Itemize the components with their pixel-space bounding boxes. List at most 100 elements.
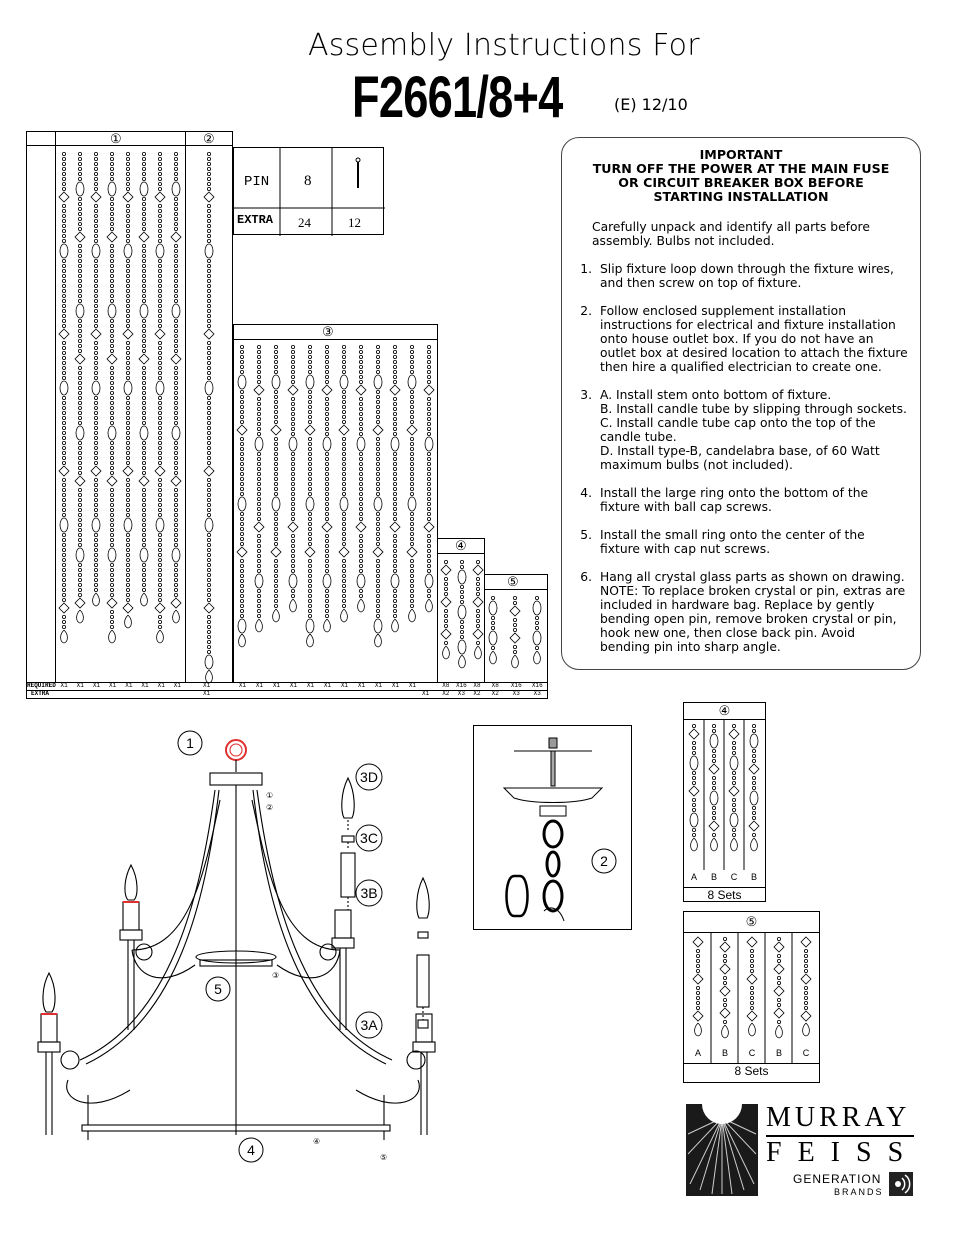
extra-cell: X2: [491, 690, 499, 697]
crystal-strand: [748, 724, 760, 852]
crystal-strand: [406, 344, 418, 623]
extra-cell: X2: [442, 690, 450, 697]
crystal-strand: [372, 344, 384, 648]
req-cell: X8: [473, 682, 481, 689]
detail-5-header: ⑤: [684, 912, 819, 933]
req-cell: X1: [92, 682, 101, 689]
crystal-strand: [321, 344, 333, 633]
req-cell: X1: [238, 682, 247, 689]
req-cell: X1: [289, 682, 298, 689]
callout-3d: 3D: [360, 769, 378, 785]
instructions-body: Carefully unpack and identify all parts …: [562, 220, 920, 668]
detail-box-2: 2: [473, 725, 632, 930]
important-line: IMPORTANT: [699, 147, 783, 162]
req-row-1: X1 X1 X1 X1 X1 X1 X1 X1: [56, 682, 186, 689]
detail-4-letter: B: [751, 872, 757, 882]
req-row-3: X1 X1 X1 X1 X1 X1 X1 X1 X1 X1 X1: [234, 682, 438, 689]
crystal-strand: [203, 151, 215, 684]
req-cell: X1: [357, 682, 366, 689]
req-cell-2: X1: [203, 682, 211, 689]
crystal-strand: [692, 936, 704, 1037]
table-header-2: ②: [203, 131, 215, 146]
chandelier-diagram: 1 3D 3C 3B 3A 5 4 ① ② ③ ④ ⑤: [37, 730, 436, 1163]
detail-5-letter: B: [776, 1048, 782, 1058]
req-cell: X1: [340, 682, 349, 689]
step-6: 6.Hang all crystal glass parts as shown …: [580, 570, 906, 654]
important-notice: IMPORTANT TURN OFF THE POWER AT THE MAIN…: [562, 148, 920, 204]
req-row-45: X8 X16 X8 X8 X16 X16: [438, 682, 548, 689]
crystal-strand: [270, 344, 282, 623]
crystal-strand: [440, 560, 452, 660]
important-line: STARTING INSTALLATION: [653, 189, 829, 204]
parts-table: [26, 131, 548, 699]
extra-row-45: X2 X3 X2 X2 X3 X3: [438, 690, 548, 697]
extra-cell-2: X1: [203, 690, 211, 697]
crystal-strand: [746, 936, 758, 1037]
pin-extra-label: EXTRA: [237, 213, 274, 227]
crystal-strand: [457, 560, 467, 669]
detail-4-sets: 8 Sets: [684, 887, 765, 902]
crystal-strand: [728, 724, 740, 852]
table-header-4: ④: [455, 538, 467, 553]
req-cell: X1: [323, 682, 332, 689]
generation-text: GENERATION: [793, 1172, 882, 1186]
table-header-5: ⑤: [507, 574, 519, 589]
extra-label: EXTRA: [31, 690, 50, 697]
step-3d: D. Install type-B, candelabra base, of 6…: [600, 444, 880, 472]
canopy-chain-drawing: 2: [502, 737, 617, 922]
crystal-strand: [532, 596, 542, 665]
table-header-1: ①: [110, 131, 122, 146]
crystal-strand: [154, 151, 166, 644]
req-cell: X1: [306, 682, 315, 689]
crystal-strand: [509, 596, 521, 669]
callout-1: 1: [186, 735, 194, 751]
extra-cell: X2: [473, 690, 481, 697]
detail-4-header: ④: [684, 703, 765, 720]
crystal-strand: [338, 344, 350, 623]
req-cell: X1: [125, 682, 133, 689]
pin-extra-1: 24: [298, 215, 311, 230]
detail-4-letter: C: [731, 872, 738, 882]
table-header-3: ③: [322, 324, 334, 339]
crystal-strand: [773, 937, 785, 1039]
req-cell: X1: [272, 682, 281, 689]
crystal-strand: [287, 344, 299, 613]
req-cell: X1: [76, 682, 84, 689]
crystal-strand: [423, 344, 435, 613]
crystal-strand: [708, 724, 720, 852]
extra-cell: X3: [457, 690, 465, 697]
step-5: 5.Install the small ring onto the center…: [580, 528, 865, 556]
req-cell: X1: [255, 682, 264, 689]
intro-text: Carefully unpack and identify all parts …: [592, 220, 870, 248]
pin-table-grid: [234, 148, 385, 236]
step-3b: B. Install candle tube by slipping throu…: [600, 402, 907, 416]
crystal-strand: [488, 596, 498, 665]
req-cell: X16: [531, 682, 543, 689]
req-cell: X1: [141, 682, 149, 689]
extra-cell: X3: [512, 690, 520, 697]
crystal-strand: [90, 151, 102, 607]
pin-value: 8: [304, 173, 312, 189]
crystal-strand: [688, 724, 700, 852]
title-line: Assembly Instructions For: [308, 28, 700, 63]
callout-4: 4: [247, 1142, 255, 1158]
crystal-strand: [122, 151, 134, 629]
detail-5-letter: C: [803, 1048, 810, 1058]
logo-murray: MURRAY: [766, 1102, 911, 1133]
step-4: 4.Install the large ring onto the bottom…: [580, 486, 869, 514]
req-cell: X16: [455, 682, 467, 689]
small-label-4: ④: [313, 1137, 320, 1146]
req-cell: X1: [391, 682, 400, 689]
req-cell: X8: [491, 682, 499, 689]
crystal-strand: [106, 151, 118, 644]
crystal-strand: [236, 344, 248, 648]
callout-3b: 3B: [360, 885, 377, 901]
detail-4-letter: B: [711, 872, 717, 882]
logo-rule: [766, 1135, 914, 1137]
step-2: 2.Follow enclosed supplement installatio…: [580, 304, 908, 374]
crystal-strand: [472, 560, 484, 660]
req-cell: X1: [157, 682, 165, 689]
pin-label: PIN: [244, 174, 270, 190]
